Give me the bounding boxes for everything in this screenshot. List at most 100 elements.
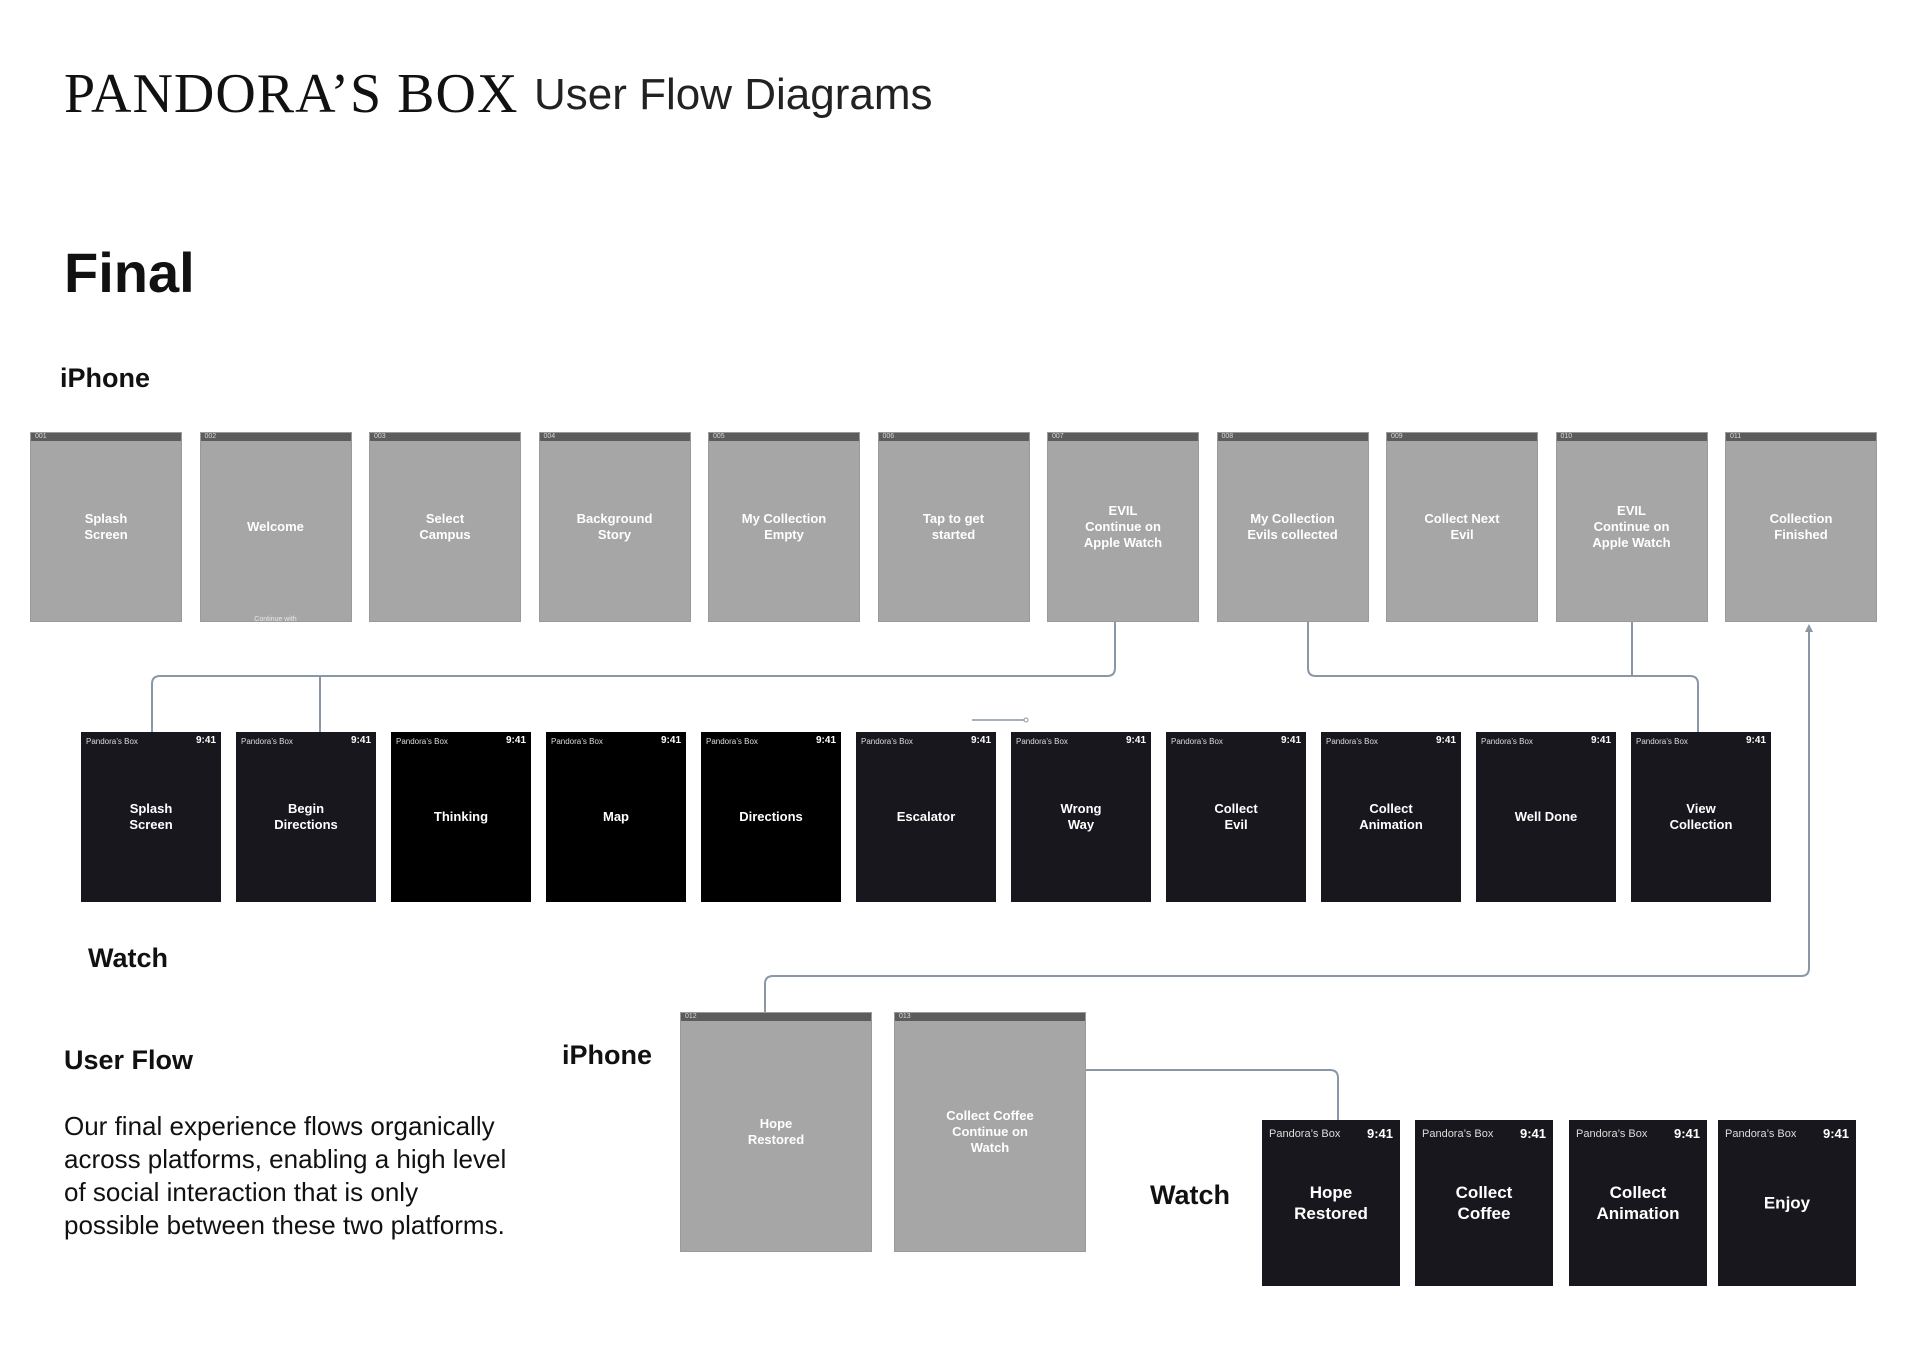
watch-app-name: Pandora’s Box	[1725, 1128, 1797, 1140]
watch-screen-label: Hope Restored	[1294, 1183, 1368, 1223]
watch-app-name: Pandora’s Box	[1422, 1128, 1494, 1140]
watch-screen-label: Splash Screen	[129, 801, 173, 832]
screen-header-bar: 004	[539, 433, 690, 441]
iphone_screens-screen[interactable]: 008 My Collection Evils collected	[1216, 432, 1369, 622]
watch-app-name: Pandora’s Box	[1576, 1128, 1648, 1140]
screen-header-bar: 013	[895, 1013, 1085, 1021]
screen-header-bar: 006	[878, 433, 1029, 441]
watch-app-name: Pandora’s Box	[1326, 737, 1378, 746]
connector-008	[1307, 622, 1699, 732]
screen-number: 003	[374, 433, 386, 440]
watch-app-name: Pandora’s Box	[396, 737, 448, 746]
iphone_screens-screen[interactable]: 005 My Collection Empty	[708, 432, 860, 622]
screen-header-bar: 005	[709, 433, 859, 441]
screen-label: Hope Restored	[747, 1116, 805, 1147]
connector-dot	[1023, 717, 1029, 723]
watch-screen-label: View Collection	[1669, 801, 1733, 832]
screen-label: EVIL Continue on Apple Watch	[1083, 503, 1163, 550]
user-flow-title: User Flow	[64, 1045, 194, 1075]
screen-label: My Collection Evils collected	[1247, 511, 1338, 542]
watch-bottom-label: Watch	[1150, 1180, 1230, 1210]
screen-number: 012	[685, 1013, 697, 1020]
watch-screen-label: Wrong Way	[1060, 801, 1102, 832]
watch-time: 9:41	[1125, 735, 1146, 746]
watch-screen-label: Collect Coffee	[1455, 1183, 1513, 1223]
screen-label: Welcome	[247, 519, 304, 534]
screen-header-bar: 010	[1556, 433, 1707, 441]
screen-number: 010	[1560, 433, 1573, 440]
screen-label: My Collection Empty	[741, 511, 827, 542]
screen-number: 004	[543, 433, 556, 440]
watch-app-name: Pandora’s Box	[861, 737, 913, 746]
screen-header-bar: 008	[1217, 433, 1368, 441]
watch-row-label: Watch	[88, 943, 168, 973]
user-flow-description: Our final experience flows organically a…	[64, 1111, 507, 1240]
screen-number: 009	[1391, 433, 1403, 440]
watch-screen-label: Map	[603, 809, 629, 824]
screen-label: Select Campus	[419, 511, 471, 542]
screen-label: Collect Next Evil	[1424, 511, 1500, 542]
watch-time: 9:41	[1745, 735, 1766, 746]
watch-time: 9:41	[1519, 1126, 1546, 1141]
watch-time: 9:41	[1280, 735, 1301, 746]
page-subtitle: User Flow Diagrams	[534, 70, 933, 119]
screen-number: 006	[882, 433, 895, 440]
watch-app-name: Pandora’s Box	[86, 737, 138, 746]
connector-loop	[764, 630, 1810, 1012]
watch-time: 9:41	[1822, 1126, 1849, 1141]
screen-label: Collect Coffee Continue on Watch	[946, 1108, 1034, 1155]
connector-013	[1086, 1069, 1339, 1120]
screen-label: Splash Screen	[84, 511, 128, 542]
screen-number: 013	[899, 1013, 911, 1020]
screen-header-bar: 003	[370, 433, 520, 441]
watch-time: 9:41	[815, 735, 836, 746]
screen-header-bar: 001	[31, 433, 181, 441]
arrowhead-up	[1805, 624, 1813, 632]
iphone-row-label: iPhone	[60, 363, 151, 393]
watch-screen-label: Collect Animation	[1359, 801, 1423, 832]
watch-screen-label: Thinking	[433, 809, 489, 824]
connector-007	[151, 622, 1116, 732]
watch-time: 9:41	[350, 735, 371, 746]
watch-time: 9:41	[1590, 735, 1611, 746]
screen-number: 008	[1221, 433, 1234, 440]
watch-time: 9:41	[1435, 735, 1456, 746]
screen-header-bar: 009	[1387, 433, 1537, 441]
watch-screen-label: Enjoy	[1763, 1193, 1811, 1213]
screen-label: EVIL Continue on Apple Watch	[1592, 503, 1671, 550]
screen-label: Collection Finished	[1769, 511, 1833, 542]
watch-app-name: Pandora’s Box	[706, 737, 758, 746]
watch-time: 9:41	[1366, 1126, 1393, 1141]
section-title: Final	[64, 241, 195, 304]
screen-header-bar: 011	[1726, 433, 1876, 441]
screen-header-bar: 007	[1048, 433, 1198, 441]
watch-screen-label: Directions	[739, 809, 803, 824]
